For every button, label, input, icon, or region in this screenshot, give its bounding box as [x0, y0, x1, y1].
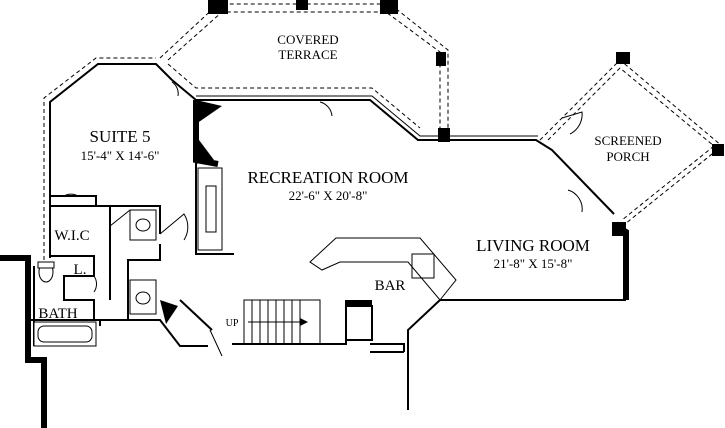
linen-label: L.: [74, 262, 87, 278]
recreation-room-name: RECREATION ROOM: [247, 168, 408, 187]
stairs-up-label: UP: [226, 318, 239, 329]
screened-porch-label: PORCH: [606, 149, 649, 164]
covered-terrace-label: TERRACE: [278, 47, 337, 62]
interior-walls: [50, 100, 234, 331]
fixtures: [33, 167, 457, 347]
suite-dimensions: 15'-4" X 14'-6": [81, 148, 160, 163]
vanity: [129, 279, 157, 315]
suite-name: SUITE 5: [90, 127, 151, 146]
screened-porch-outline: [539, 52, 724, 236]
doors: [63, 81, 583, 357]
staircase: [243, 299, 321, 345]
bar-label: BAR: [375, 278, 406, 294]
exterior-walls: [0, 57, 629, 428]
covered-terrace-label: COVERED: [277, 32, 338, 47]
living-room-name: LIVING ROOM: [476, 236, 590, 255]
recreation-room-dimensions: 22'-6" X 20'-8": [289, 188, 368, 203]
screened-porch-label: SCREENED: [594, 133, 661, 148]
wic-label: W.I.C: [54, 228, 89, 244]
covered-terrace-outline: [159, 0, 450, 142]
cabinet: [197, 167, 223, 251]
living-room-dimensions: 21'-8" X 15'-8": [494, 256, 573, 271]
vanity: [129, 209, 157, 241]
bath-label: BATH: [38, 306, 77, 322]
